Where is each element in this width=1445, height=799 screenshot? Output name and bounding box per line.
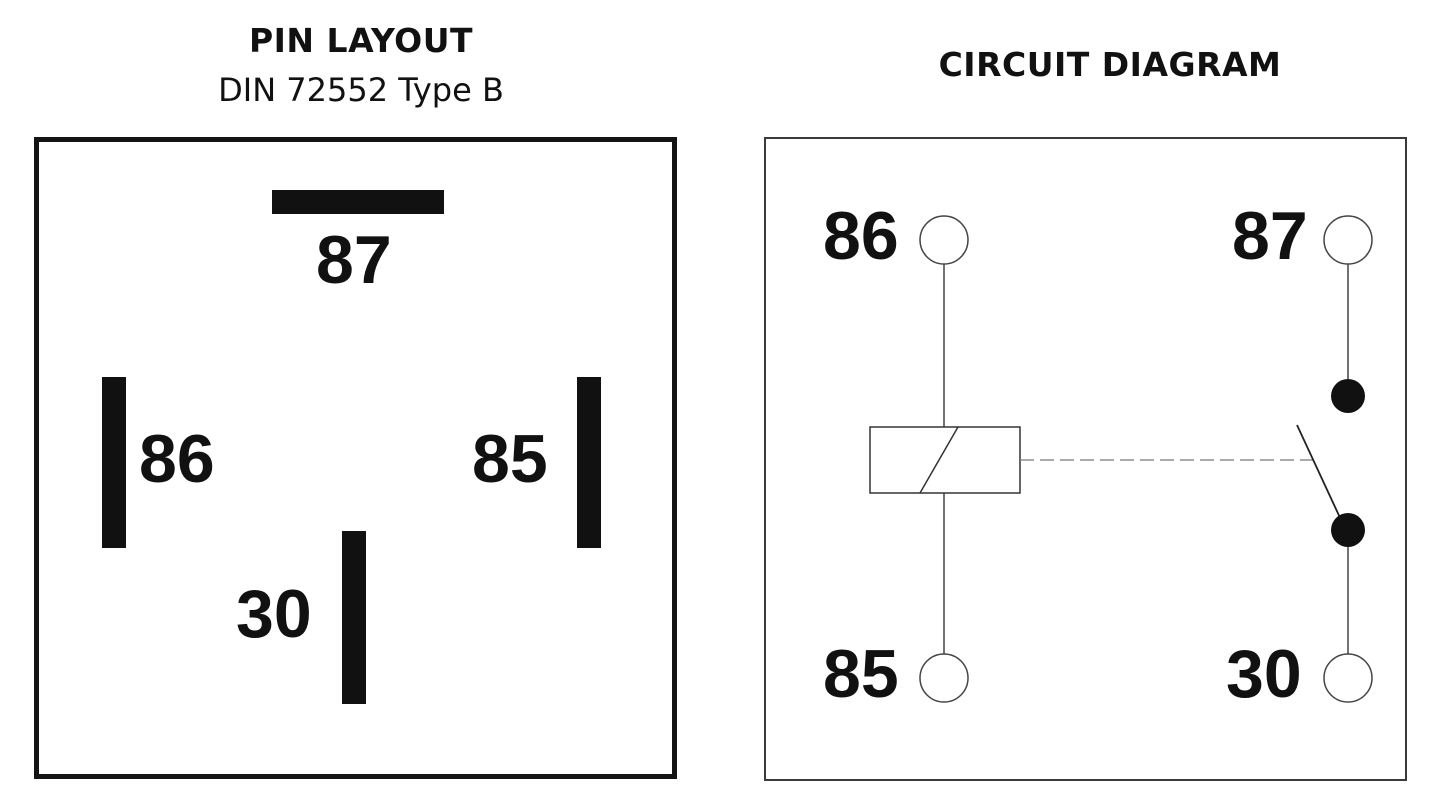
pin-30-blade <box>342 531 366 704</box>
terminal-86-circle <box>919 215 969 265</box>
pin-85-label: 85 <box>472 421 548 497</box>
relay-coil-diagonal <box>919 426 959 494</box>
pin-87-blade <box>272 190 444 214</box>
terminal-30-label: 30 <box>1226 636 1302 712</box>
terminal-87-label: 87 <box>1232 198 1308 274</box>
terminal-85-circle <box>919 653 969 703</box>
relay-coil <box>869 426 1021 494</box>
pin-86-blade <box>102 377 126 548</box>
terminal-85-label: 85 <box>823 636 899 712</box>
pin-layout-title: PIN LAYOUT <box>248 21 474 60</box>
circuit-diagram-title: CIRCUIT DIAGRAM <box>938 45 1282 84</box>
pin-85-blade <box>577 377 601 548</box>
pin-86-label: 86 <box>139 421 215 497</box>
contact-30-dot <box>1331 513 1365 547</box>
pin-layout-subtitle: DIN 72552 Type B <box>218 71 504 109</box>
terminal-86-label: 86 <box>823 198 899 274</box>
switch-arm <box>1296 424 1343 523</box>
terminal-87-circle <box>1323 215 1373 265</box>
pin-87-label: 87 <box>316 222 392 298</box>
contact-87-dot <box>1331 379 1365 413</box>
pin-30-label: 30 <box>236 576 312 652</box>
terminal-30-circle <box>1323 653 1373 703</box>
